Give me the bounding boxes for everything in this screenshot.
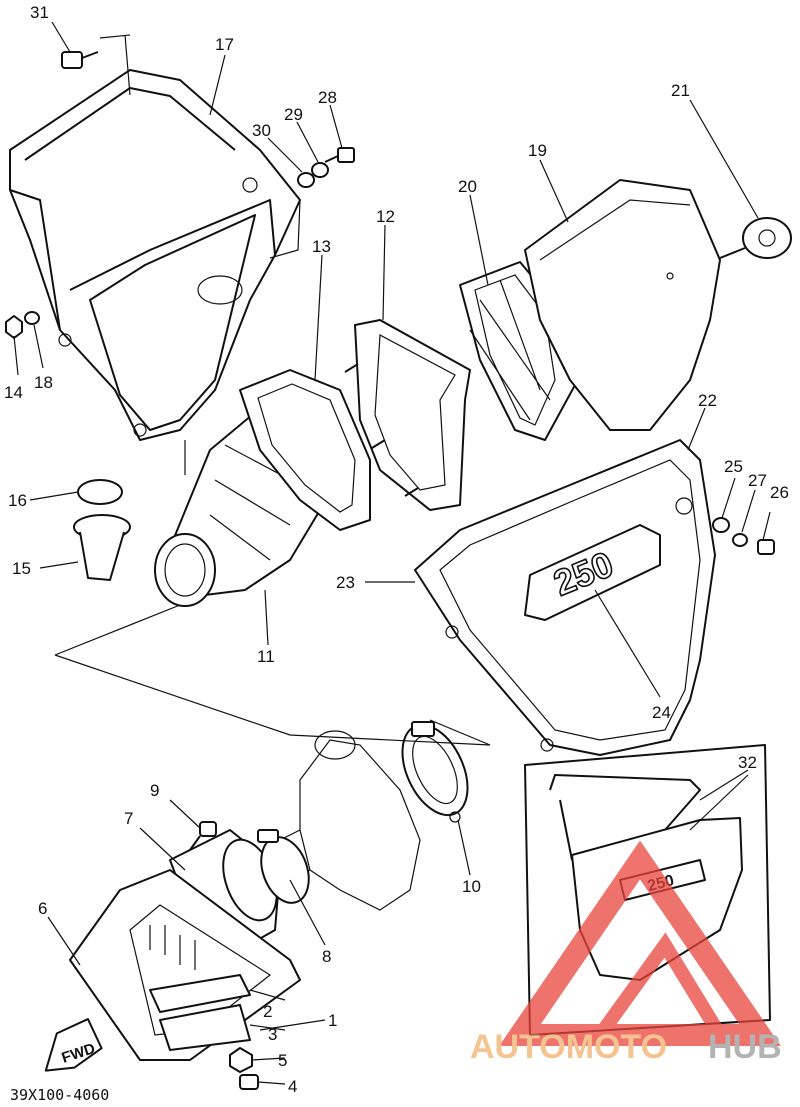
assembly-guide-lines xyxy=(54,34,491,746)
label-17: 17 xyxy=(215,35,234,54)
reed-stopper-3 xyxy=(159,1004,251,1051)
label-11: 11 xyxy=(257,647,275,666)
label-6: 6 xyxy=(38,899,47,918)
bolt-31 xyxy=(61,51,99,69)
label-3: 3 xyxy=(268,1025,277,1044)
label-10: 10 xyxy=(462,877,481,896)
o-ring-16 xyxy=(77,479,123,505)
watermark-logo: AUTOMOTO HUB xyxy=(470,840,782,1066)
washer-29 xyxy=(311,162,329,178)
label-20: 20 xyxy=(458,177,477,196)
bolt-28 xyxy=(324,147,355,163)
clamp-10 xyxy=(401,721,469,823)
clamp-8 xyxy=(257,829,310,904)
nut-5 xyxy=(229,1047,253,1073)
label-27: 27 xyxy=(748,471,767,490)
label-30: 30 xyxy=(252,121,271,140)
drawing-code: 39X100-4060 xyxy=(10,1086,109,1104)
label-28: 28 xyxy=(318,88,337,107)
label-4: 4 xyxy=(288,1077,297,1096)
washer-30 xyxy=(297,172,315,188)
label-16: 16 xyxy=(8,491,27,510)
label-29: 29 xyxy=(284,105,303,124)
label-32: 32 xyxy=(738,753,757,772)
part-number-labels: 1 2 3 4 5 6 7 8 9 10 11 12 13 14 15 16 1… xyxy=(4,3,789,1096)
gasket-13 xyxy=(239,369,371,531)
bolt-9 xyxy=(189,821,217,851)
label-5: 5 xyxy=(278,1051,287,1070)
leader-lines xyxy=(13,21,771,1085)
label-21: 21 xyxy=(671,81,690,100)
label-24: 24 xyxy=(652,703,671,722)
label-14: 14 xyxy=(4,383,23,402)
label-9: 9 xyxy=(150,781,159,800)
screw-26 xyxy=(757,539,775,555)
label-8: 8 xyxy=(322,947,331,966)
drain-plug-15 xyxy=(73,514,131,581)
watermark-brand-right: HUB xyxy=(708,1028,782,1066)
fwd-arrow: FWD xyxy=(44,1018,103,1072)
label-26: 26 xyxy=(770,483,789,502)
label-2: 2 xyxy=(263,1002,272,1021)
washer-25 xyxy=(712,517,730,533)
watermark-brand-left: AUTOMOTO xyxy=(470,1028,667,1066)
nut-14 xyxy=(5,315,23,339)
air-filter-element-19 xyxy=(524,179,721,431)
label-12: 12 xyxy=(376,207,395,226)
label-19: 19 xyxy=(528,141,547,160)
air-box xyxy=(9,69,301,441)
wing-bolt-21 xyxy=(719,217,792,259)
label-23: 23 xyxy=(336,573,355,592)
reed-plate-2 xyxy=(149,974,251,1013)
washer-18 xyxy=(24,311,40,325)
label-1: 1 xyxy=(328,1011,337,1030)
collar-27 xyxy=(732,533,748,547)
label-15: 15 xyxy=(12,559,31,578)
label-13: 13 xyxy=(312,237,331,256)
label-7: 7 xyxy=(124,809,133,828)
label-18: 18 xyxy=(34,373,53,392)
element-holder-12 xyxy=(344,319,471,511)
label-31: 31 xyxy=(30,3,49,22)
label-25: 25 xyxy=(724,457,743,476)
label-22: 22 xyxy=(698,391,717,410)
screw-4 xyxy=(239,1074,259,1090)
